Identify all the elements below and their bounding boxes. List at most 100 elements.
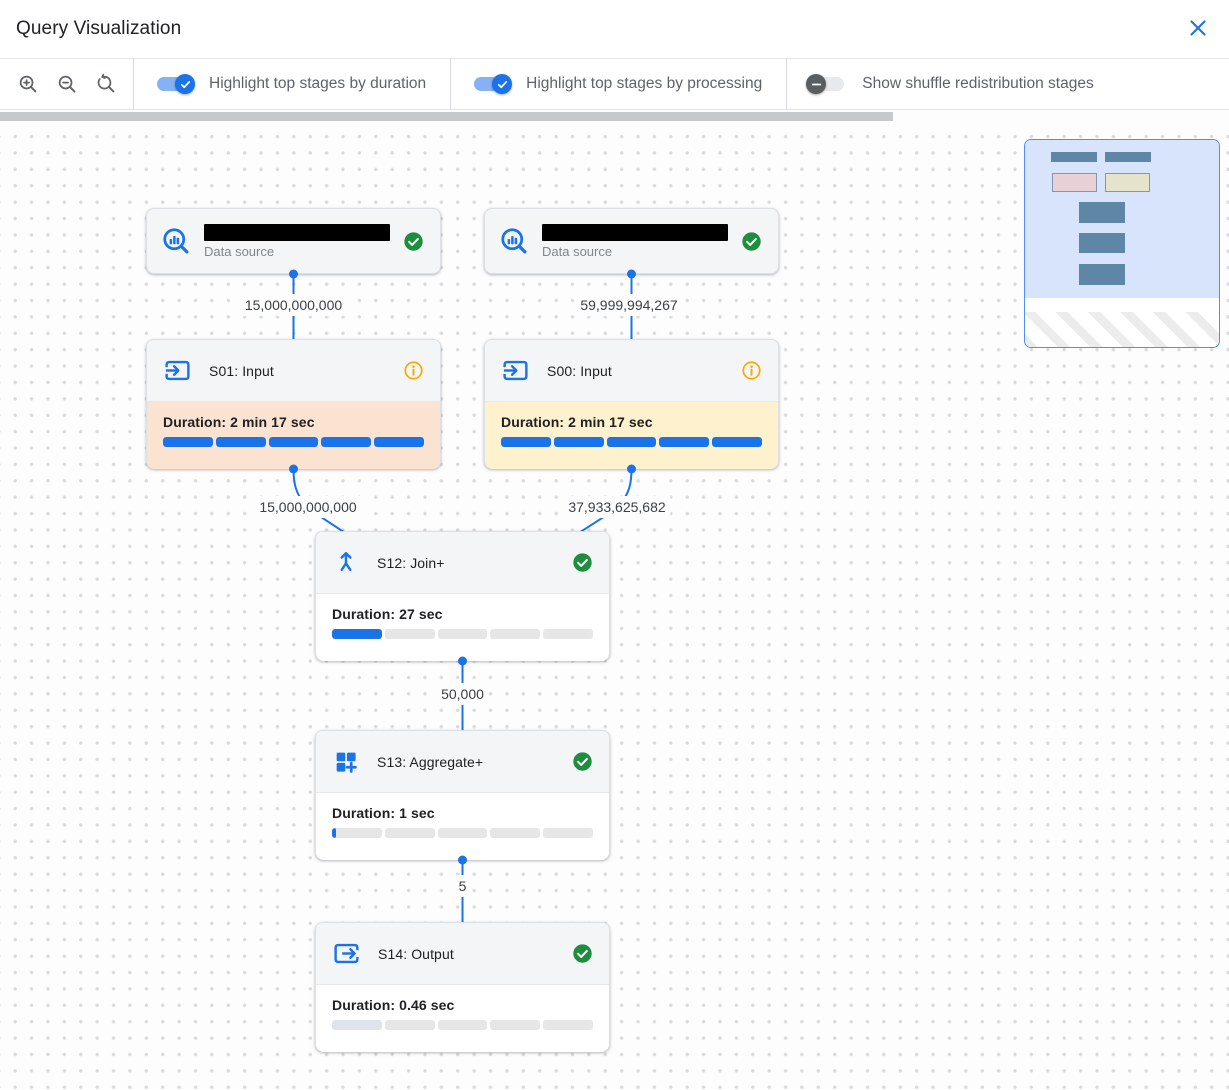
progress-segment xyxy=(543,1020,593,1030)
progress-segment xyxy=(332,1020,382,1030)
progress-segment xyxy=(215,437,266,447)
page-title: Query Visualization xyxy=(16,18,182,39)
zoom-in-button[interactable] xyxy=(15,71,41,97)
stage-duration-section: Duration: 2 min 17 sec xyxy=(485,402,778,469)
stage-duration-label: Duration: 2 min 17 sec xyxy=(163,414,315,430)
minimap-node-s13 xyxy=(1079,233,1125,253)
join-icon xyxy=(332,549,360,577)
stage-duration-label: Duration: 0.46 sec xyxy=(332,997,455,1013)
titlebar: Query Visualization xyxy=(0,0,1229,59)
progress-segment xyxy=(384,1020,435,1030)
stage-duration-section: Duration: 1 sec xyxy=(316,793,609,860)
stage-node-s12[interactable]: S12: Join+ Duration: 27 sec xyxy=(315,531,610,661)
progress-segment xyxy=(712,437,762,447)
stage-title: S12: Join+ xyxy=(377,554,445,571)
success-check-icon[interactable] xyxy=(741,231,762,252)
toggle-label: Highlight top stages by processing xyxy=(526,75,763,92)
minimap-node-s00 xyxy=(1105,173,1150,192)
stage-node-s13[interactable]: S13: Aggregate+ Duration: 1 sec xyxy=(315,730,610,860)
data-source-text: Data source xyxy=(204,223,390,259)
toggle-label: Show shuffle redistribution stages xyxy=(862,75,1094,92)
input-icon xyxy=(163,356,192,385)
toolbar-separator xyxy=(450,59,452,109)
data-source-node-1[interactable]: Data source xyxy=(146,208,441,274)
progress-segment xyxy=(553,437,604,447)
progress-segment xyxy=(437,828,488,838)
progress-segment xyxy=(384,629,435,639)
progress-segment xyxy=(606,437,657,447)
progress-segment xyxy=(268,437,319,447)
aggregate-icon xyxy=(332,748,360,776)
stage-duration-label: Duration: 27 sec xyxy=(332,606,443,622)
toggle-highlight-processing[interactable] xyxy=(472,74,513,94)
success-check-icon[interactable] xyxy=(572,552,593,573)
success-check-icon[interactable] xyxy=(403,231,424,252)
data-source-type-label: Data source xyxy=(542,243,613,259)
toolbar-separator xyxy=(133,59,134,109)
progress-segment xyxy=(384,828,435,838)
close-button[interactable] xyxy=(1183,14,1213,44)
stage-header: S12: Join+ xyxy=(316,532,609,594)
progress-segment xyxy=(332,629,382,639)
stage-duration-label: Duration: 2 min 17 sec xyxy=(501,414,653,430)
stage-progress-bar xyxy=(163,437,424,447)
toggle-knob xyxy=(175,74,195,94)
progress-segment xyxy=(501,437,551,447)
toggle-knob xyxy=(492,74,513,94)
toggle-knob xyxy=(806,74,827,94)
input-icon xyxy=(501,356,530,385)
stage-duration-section: Duration: 0.46 sec xyxy=(316,985,609,1052)
zoom-reset-button[interactable] xyxy=(93,71,119,97)
progress-segment xyxy=(543,828,593,838)
toggle-show-shuffle[interactable] xyxy=(806,74,846,94)
zoom-in-icon xyxy=(17,73,40,96)
stage-header: S13: Aggregate+ xyxy=(316,731,609,793)
minimap[interactable] xyxy=(1024,139,1220,348)
zoom-out-button[interactable] xyxy=(54,71,80,97)
stage-title: S13: Aggregate+ xyxy=(377,753,484,770)
stage-duration-section: Duration: 2 min 17 sec xyxy=(147,402,440,469)
stage-progress-bar xyxy=(501,437,762,447)
minimap-node-s14 xyxy=(1079,264,1125,285)
success-check-icon[interactable] xyxy=(572,943,593,964)
progress-segment xyxy=(437,1020,488,1030)
output-icon xyxy=(332,939,361,968)
zoom-controls xyxy=(0,71,133,97)
bigquery-table-search-icon xyxy=(499,226,529,256)
toggle-group-2: Show shuffle redistribution stages xyxy=(787,59,1118,109)
toggle-highlight-duration[interactable] xyxy=(155,74,195,94)
stage-header: S00: Input xyxy=(485,340,778,402)
data-source-node-2[interactable]: Data source xyxy=(484,208,779,274)
progress-segment xyxy=(437,629,488,639)
zoom-reset-icon xyxy=(95,73,118,96)
toolbar-separator xyxy=(786,59,788,109)
minimap-node-ds1 xyxy=(1051,152,1097,162)
horizontal-scrollbar[interactable] xyxy=(0,112,893,121)
zoom-out-icon xyxy=(56,73,79,96)
toggle-group-0: Highlight top stages by duration xyxy=(134,59,450,109)
stage-header: S01: Input xyxy=(147,340,440,402)
progress-segment xyxy=(332,828,382,838)
redacted-table-name xyxy=(542,223,728,241)
stage-duration-section: Duration: 27 sec xyxy=(316,594,609,661)
progress-segment xyxy=(659,437,710,447)
progress-segment xyxy=(490,828,541,838)
close-icon xyxy=(1186,16,1210,43)
info-icon[interactable] xyxy=(741,360,762,381)
bigquery-table-search-icon xyxy=(161,226,191,256)
success-check-icon[interactable] xyxy=(572,751,593,772)
info-icon[interactable] xyxy=(403,360,424,381)
progress-segment xyxy=(374,437,424,447)
check-icon xyxy=(179,78,192,91)
progress-segment xyxy=(490,629,541,639)
stage-title: S01: Input xyxy=(209,362,274,379)
progress-segment xyxy=(490,1020,541,1030)
data-source-text: Data source xyxy=(542,223,728,259)
progress-segment xyxy=(163,437,213,447)
progress-segment xyxy=(321,437,372,447)
